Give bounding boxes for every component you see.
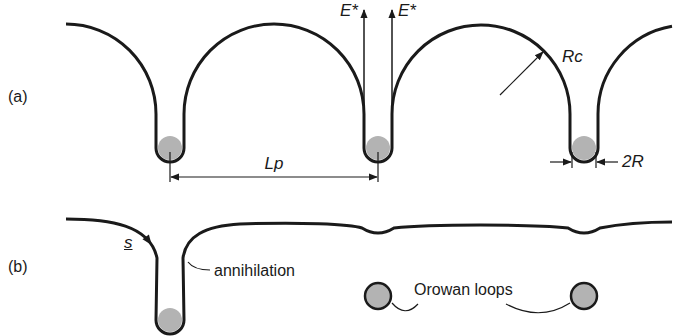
line-sense-symbol: s — [124, 234, 133, 253]
panel-label: (a) — [8, 88, 28, 106]
extension-line — [377, 152, 378, 182]
panel-label: (b) — [8, 258, 28, 276]
force-symbol: E* — [398, 2, 416, 21]
leader-line — [506, 303, 570, 313]
orowan-loop — [571, 283, 597, 309]
dislocation-line — [66, 219, 672, 334]
extension-line — [595, 152, 596, 168]
dimension-label: 2R — [622, 153, 644, 172]
dislocation-line — [66, 24, 672, 162]
extension-line — [571, 152, 572, 168]
force-arrow — [391, 10, 393, 110]
leader-line — [392, 303, 418, 311]
extension-line — [169, 152, 170, 182]
dimension-label: Lp — [265, 155, 284, 174]
radius-arrow — [500, 52, 543, 95]
dimension-arrow — [550, 161, 571, 162]
force-arrow — [363, 10, 365, 110]
particle — [572, 136, 596, 160]
annotation-label: Orowan loops — [414, 281, 513, 299]
orowan-loop — [365, 283, 391, 309]
force-symbol: E* — [340, 2, 358, 21]
annotation-label: annihilation — [214, 262, 295, 280]
dimension-arrow — [597, 161, 618, 162]
radius-label: Rc — [562, 48, 583, 67]
line-sense-arrow — [143, 235, 152, 245]
particle — [158, 308, 182, 332]
leader-line — [188, 262, 210, 270]
dimension-line — [171, 176, 377, 177]
